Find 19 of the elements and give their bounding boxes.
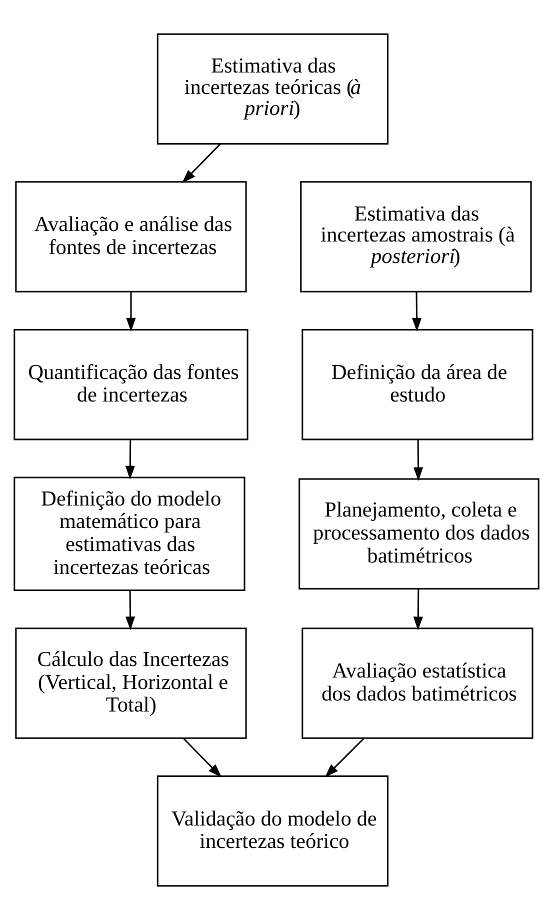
node-box: Avaliação estatística dos dados batimétricos <box>302 628 534 739</box>
node-box: Avaliação e análise das fontes de incertezas <box>15 181 247 292</box>
arrow <box>324 738 364 778</box>
node-box: Definição do modelo matemático para estimativas das incertezas teóricas <box>14 476 246 592</box>
arrow <box>413 440 424 482</box>
node-box: Validação do modelo de incertezas teórico <box>156 775 388 887</box>
arrow <box>125 590 136 630</box>
node-box: Definição da área de estudo <box>302 328 534 440</box>
arrow <box>182 738 222 778</box>
arrow <box>182 143 221 184</box>
node-box: Estimativa das incertezas teóricas (à priori) <box>156 33 388 145</box>
node-box: Quantificação das fontes de incertezas <box>14 328 248 440</box>
node-box: Estimativa das incertezas amostrais (à posteriori) <box>300 181 532 292</box>
arrow <box>126 292 136 332</box>
arrow <box>413 589 423 630</box>
arrow <box>125 440 135 480</box>
arrow <box>412 292 422 332</box>
node-box: Planejamento, coleta e processamento dos dados batimétricos <box>298 478 540 590</box>
node-box: Cálculo das Incertezas (Vertical, Horizontal e Total) <box>15 628 247 739</box>
